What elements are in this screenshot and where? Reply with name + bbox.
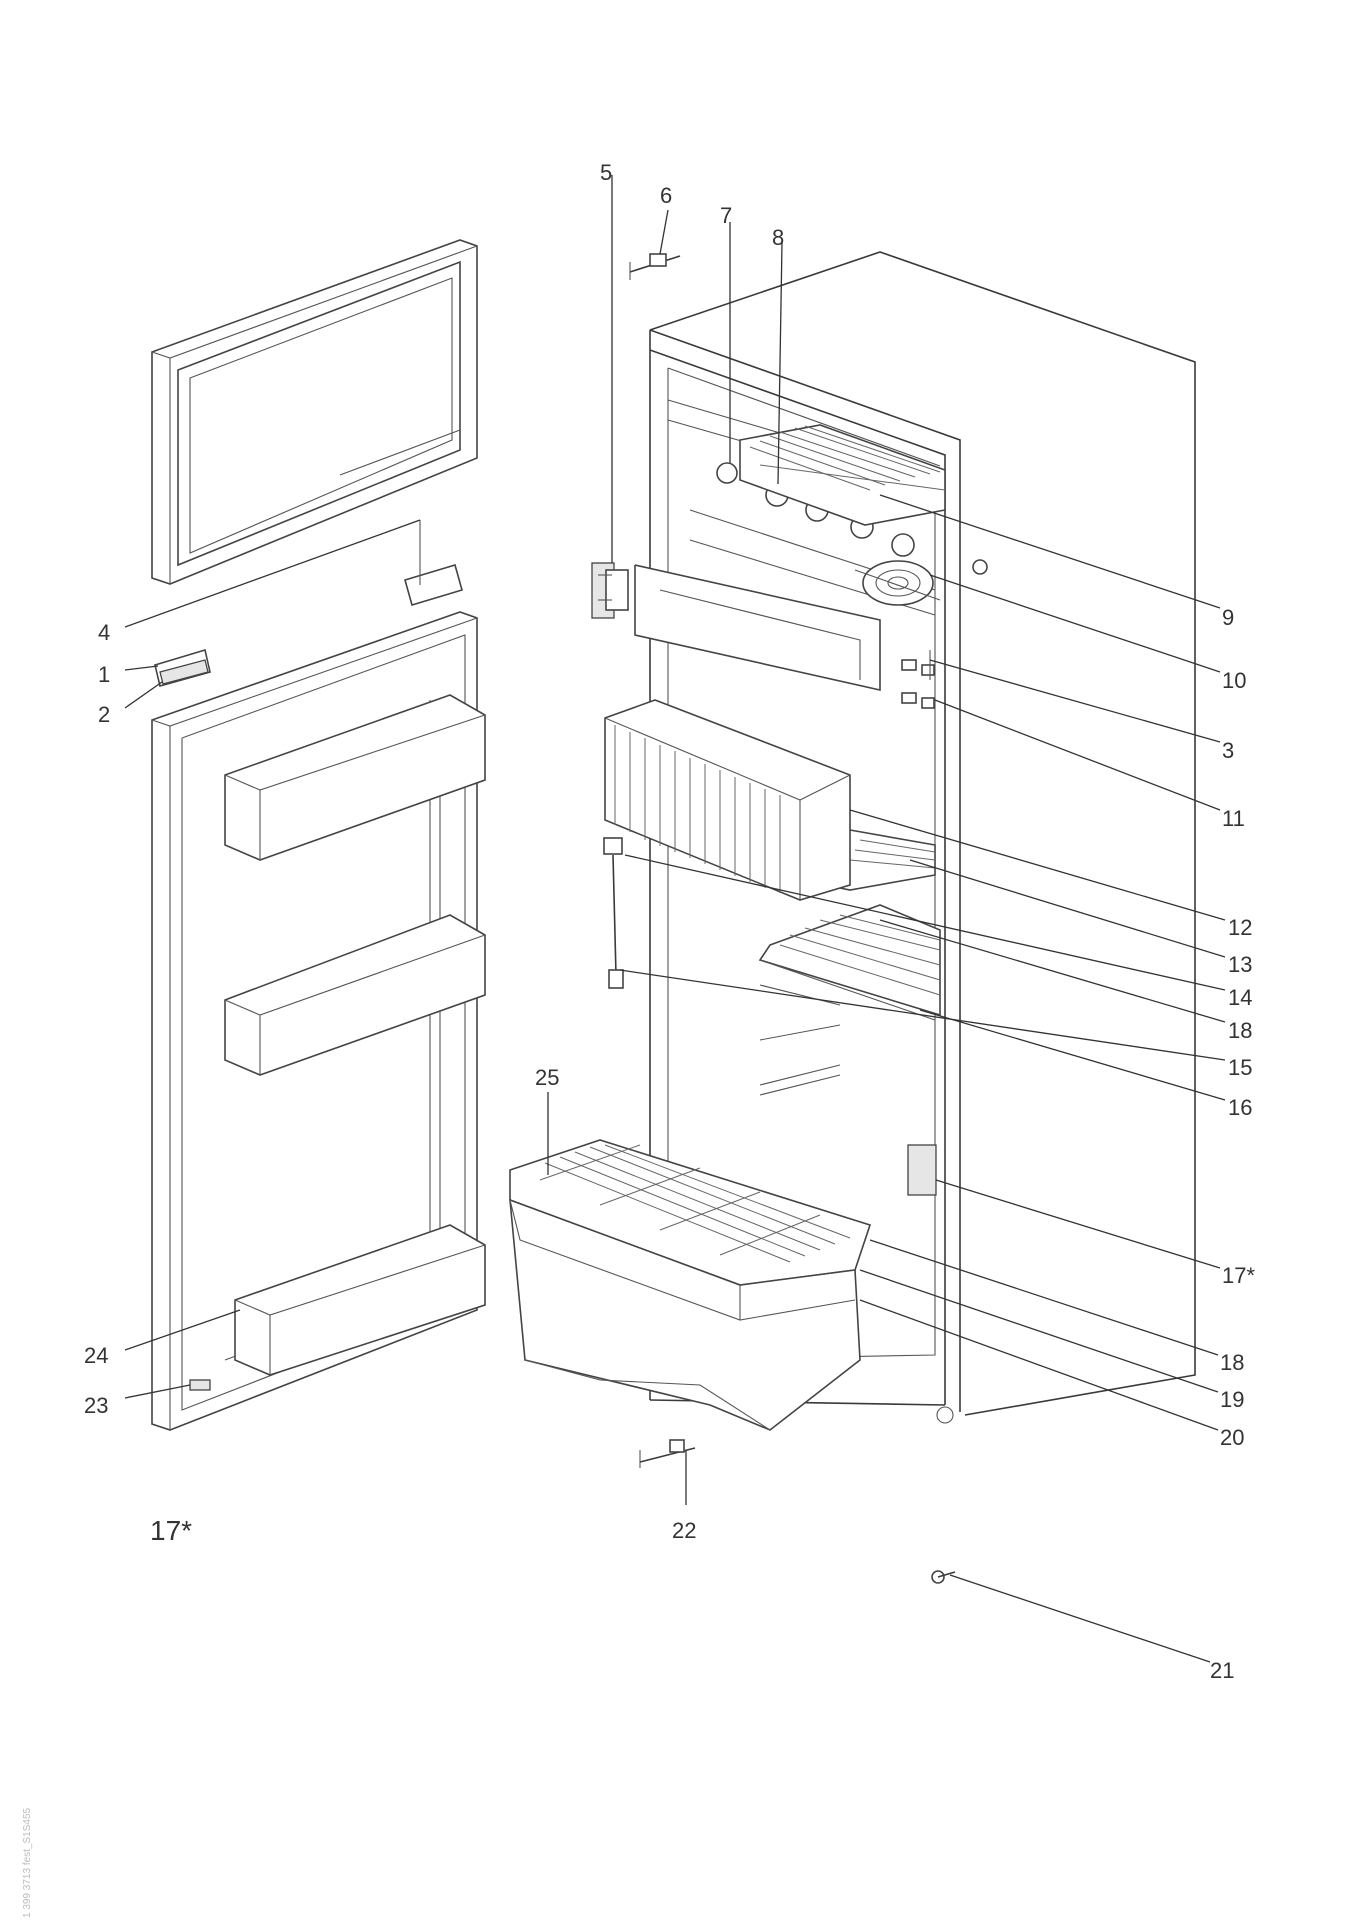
callout-12: 12	[1228, 915, 1252, 940]
evaporator-assembly	[854, 560, 941, 606]
callout-18-upper: 18	[1228, 1018, 1252, 1043]
fridge-cabinet	[591, 251, 1196, 1424]
hinge-pin-bottom	[639, 1439, 696, 1468]
sensor-wire	[603, 837, 624, 989]
callout-13: 13	[1228, 952, 1252, 977]
callout-21: 21	[1210, 1658, 1234, 1683]
top-hinge	[591, 562, 629, 619]
screw	[931, 1570, 956, 1584]
callout-9: 9	[1222, 605, 1234, 630]
top-grille	[739, 424, 946, 526]
door-bin-top	[224, 694, 486, 861]
side-reference-code: 1 399 3713 fest_S1S455	[22, 1807, 33, 1918]
callout-4: 4	[98, 620, 110, 645]
callout-25: 25	[535, 1065, 559, 1090]
callout-1: 1	[98, 662, 110, 687]
callout-18-lower: 18	[1220, 1350, 1244, 1375]
callout-6: 6	[660, 183, 672, 208]
leader-lines	[124, 175, 1226, 1663]
ice-tray	[604, 699, 851, 901]
callout-24: 24	[84, 1343, 108, 1368]
callout-5: 5	[600, 160, 612, 185]
callout-8: 8	[772, 225, 784, 250]
crisper-drawer	[509, 1139, 872, 1431]
freezer-door	[151, 239, 478, 585]
callout-3: 3	[1222, 738, 1234, 763]
footnote-17: 17*	[150, 1515, 192, 1546]
door-bin-bottom	[234, 1224, 486, 1376]
hinge-pin-top	[629, 253, 681, 280]
callout-16: 16	[1228, 1095, 1252, 1120]
callout-20: 20	[1220, 1425, 1244, 1450]
callout-15: 15	[1228, 1055, 1252, 1080]
callout-11: 11	[1222, 806, 1245, 831]
small-clip-11	[901, 692, 917, 704]
callout-10: 10	[1222, 668, 1246, 693]
callout-22: 22	[672, 1518, 696, 1543]
callout-14: 14	[1228, 985, 1252, 1010]
door-bracket-4	[404, 563, 463, 607]
callout-19: 19	[1220, 1387, 1244, 1412]
callout-2: 2	[98, 702, 110, 727]
fridge-door	[151, 611, 486, 1431]
callout-7: 7	[720, 203, 732, 228]
shelf-middle	[758, 904, 941, 1021]
small-clip-3	[901, 659, 917, 671]
rating-plate	[907, 1144, 937, 1196]
callout-23: 23	[84, 1393, 108, 1418]
door-bin-middle	[224, 914, 486, 1076]
callout-17: 17*	[1222, 1263, 1255, 1288]
callout-labels: 5 6 7 8 9 10 3 11 12 13 14 18 15 16 17* …	[22, 160, 1255, 1918]
